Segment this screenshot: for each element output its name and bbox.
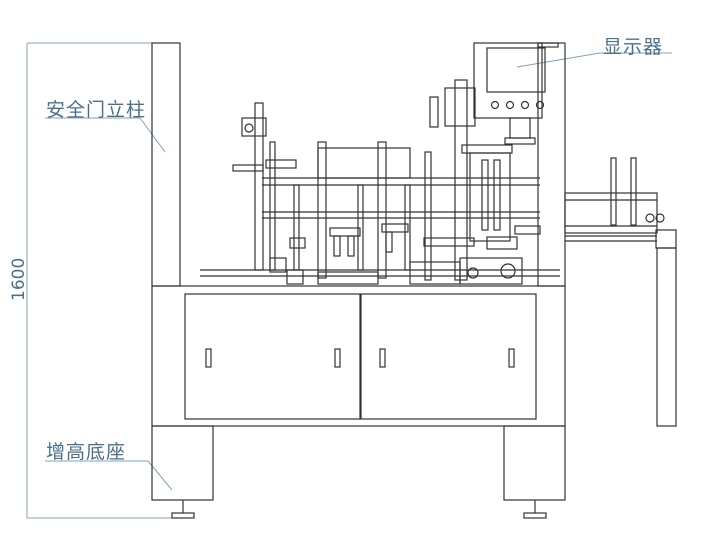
raised-base-label: 增高底座 — [46, 441, 127, 463]
display-panel — [473, 42, 546, 145]
cabinet-door-left — [184, 293, 361, 420]
display-label: 显示器 — [603, 36, 664, 58]
raised-base-right — [503, 425, 566, 501]
raised-base-left — [151, 425, 214, 501]
height-dimension-value: 1600 — [9, 257, 29, 301]
mechanism-assembly — [200, 79, 560, 285]
safety-door-post-label: 安全门立柱 — [46, 99, 147, 121]
outfeed-conveyor — [564, 157, 677, 427]
cabinet-handles — [205, 348, 515, 368]
safety-door-post — [151, 42, 181, 287]
leveling-feet — [171, 500, 547, 519]
cabinet-door-right — [360, 293, 537, 420]
base-cabinet — [151, 285, 566, 427]
height-dimension-line — [26, 42, 180, 519]
